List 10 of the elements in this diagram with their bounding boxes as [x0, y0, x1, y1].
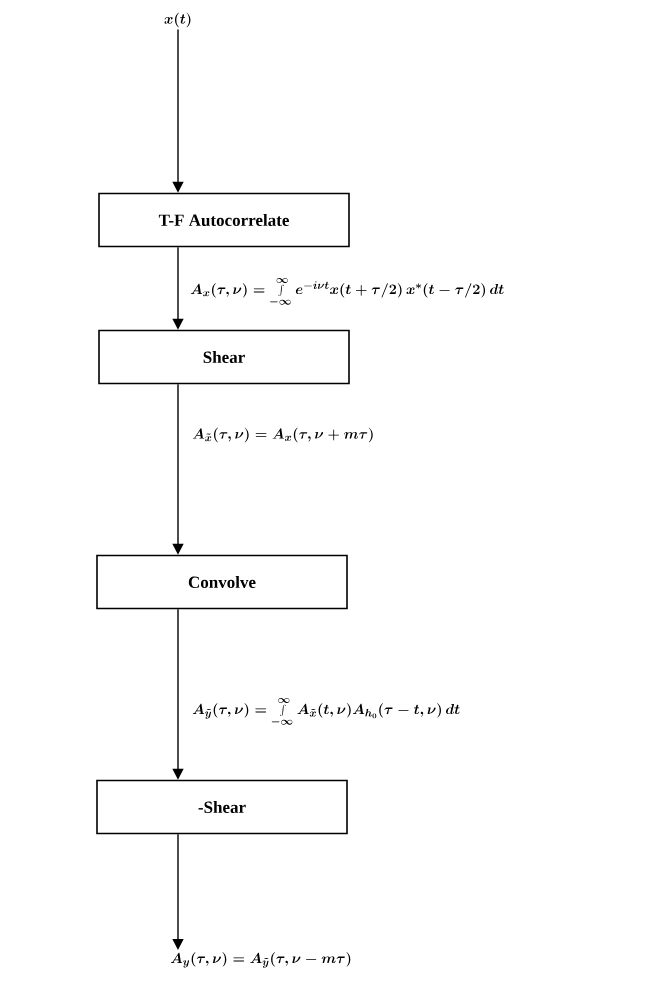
process-box: Shear	[98, 329, 350, 385]
edge-label: $A_x(\tau,\nu) = \int\limits_{-\infty}^{\infty} e^{-i\nu t} x(t+\tau/2)\, x^*(t-\tau/2)\, dt$	[190, 277, 504, 305]
arrow	[172, 833, 184, 950]
process-box: Convolve	[96, 554, 348, 610]
edge-label: $A_{\tilde x}(\tau,\nu) = A_x(\tau,\nu + m\tau)$	[192, 427, 373, 443]
output-formula: $A_y(\tau,\nu) = A_{\tilde y}(\tau,\nu - m\tau)$	[170, 952, 351, 968]
edge-label: $A_{\tilde y}(\tau,\nu) = \int\limits_{-\infty}^{\infty} A_{\tilde x}(t,\nu) A_{h_0}(\tau - t,\nu)\, dt$	[192, 697, 460, 725]
process-box: -Shear	[96, 779, 348, 835]
input-signal: $x(t)$	[164, 12, 191, 28]
process-box: T-F Autocorrelate	[98, 192, 350, 248]
